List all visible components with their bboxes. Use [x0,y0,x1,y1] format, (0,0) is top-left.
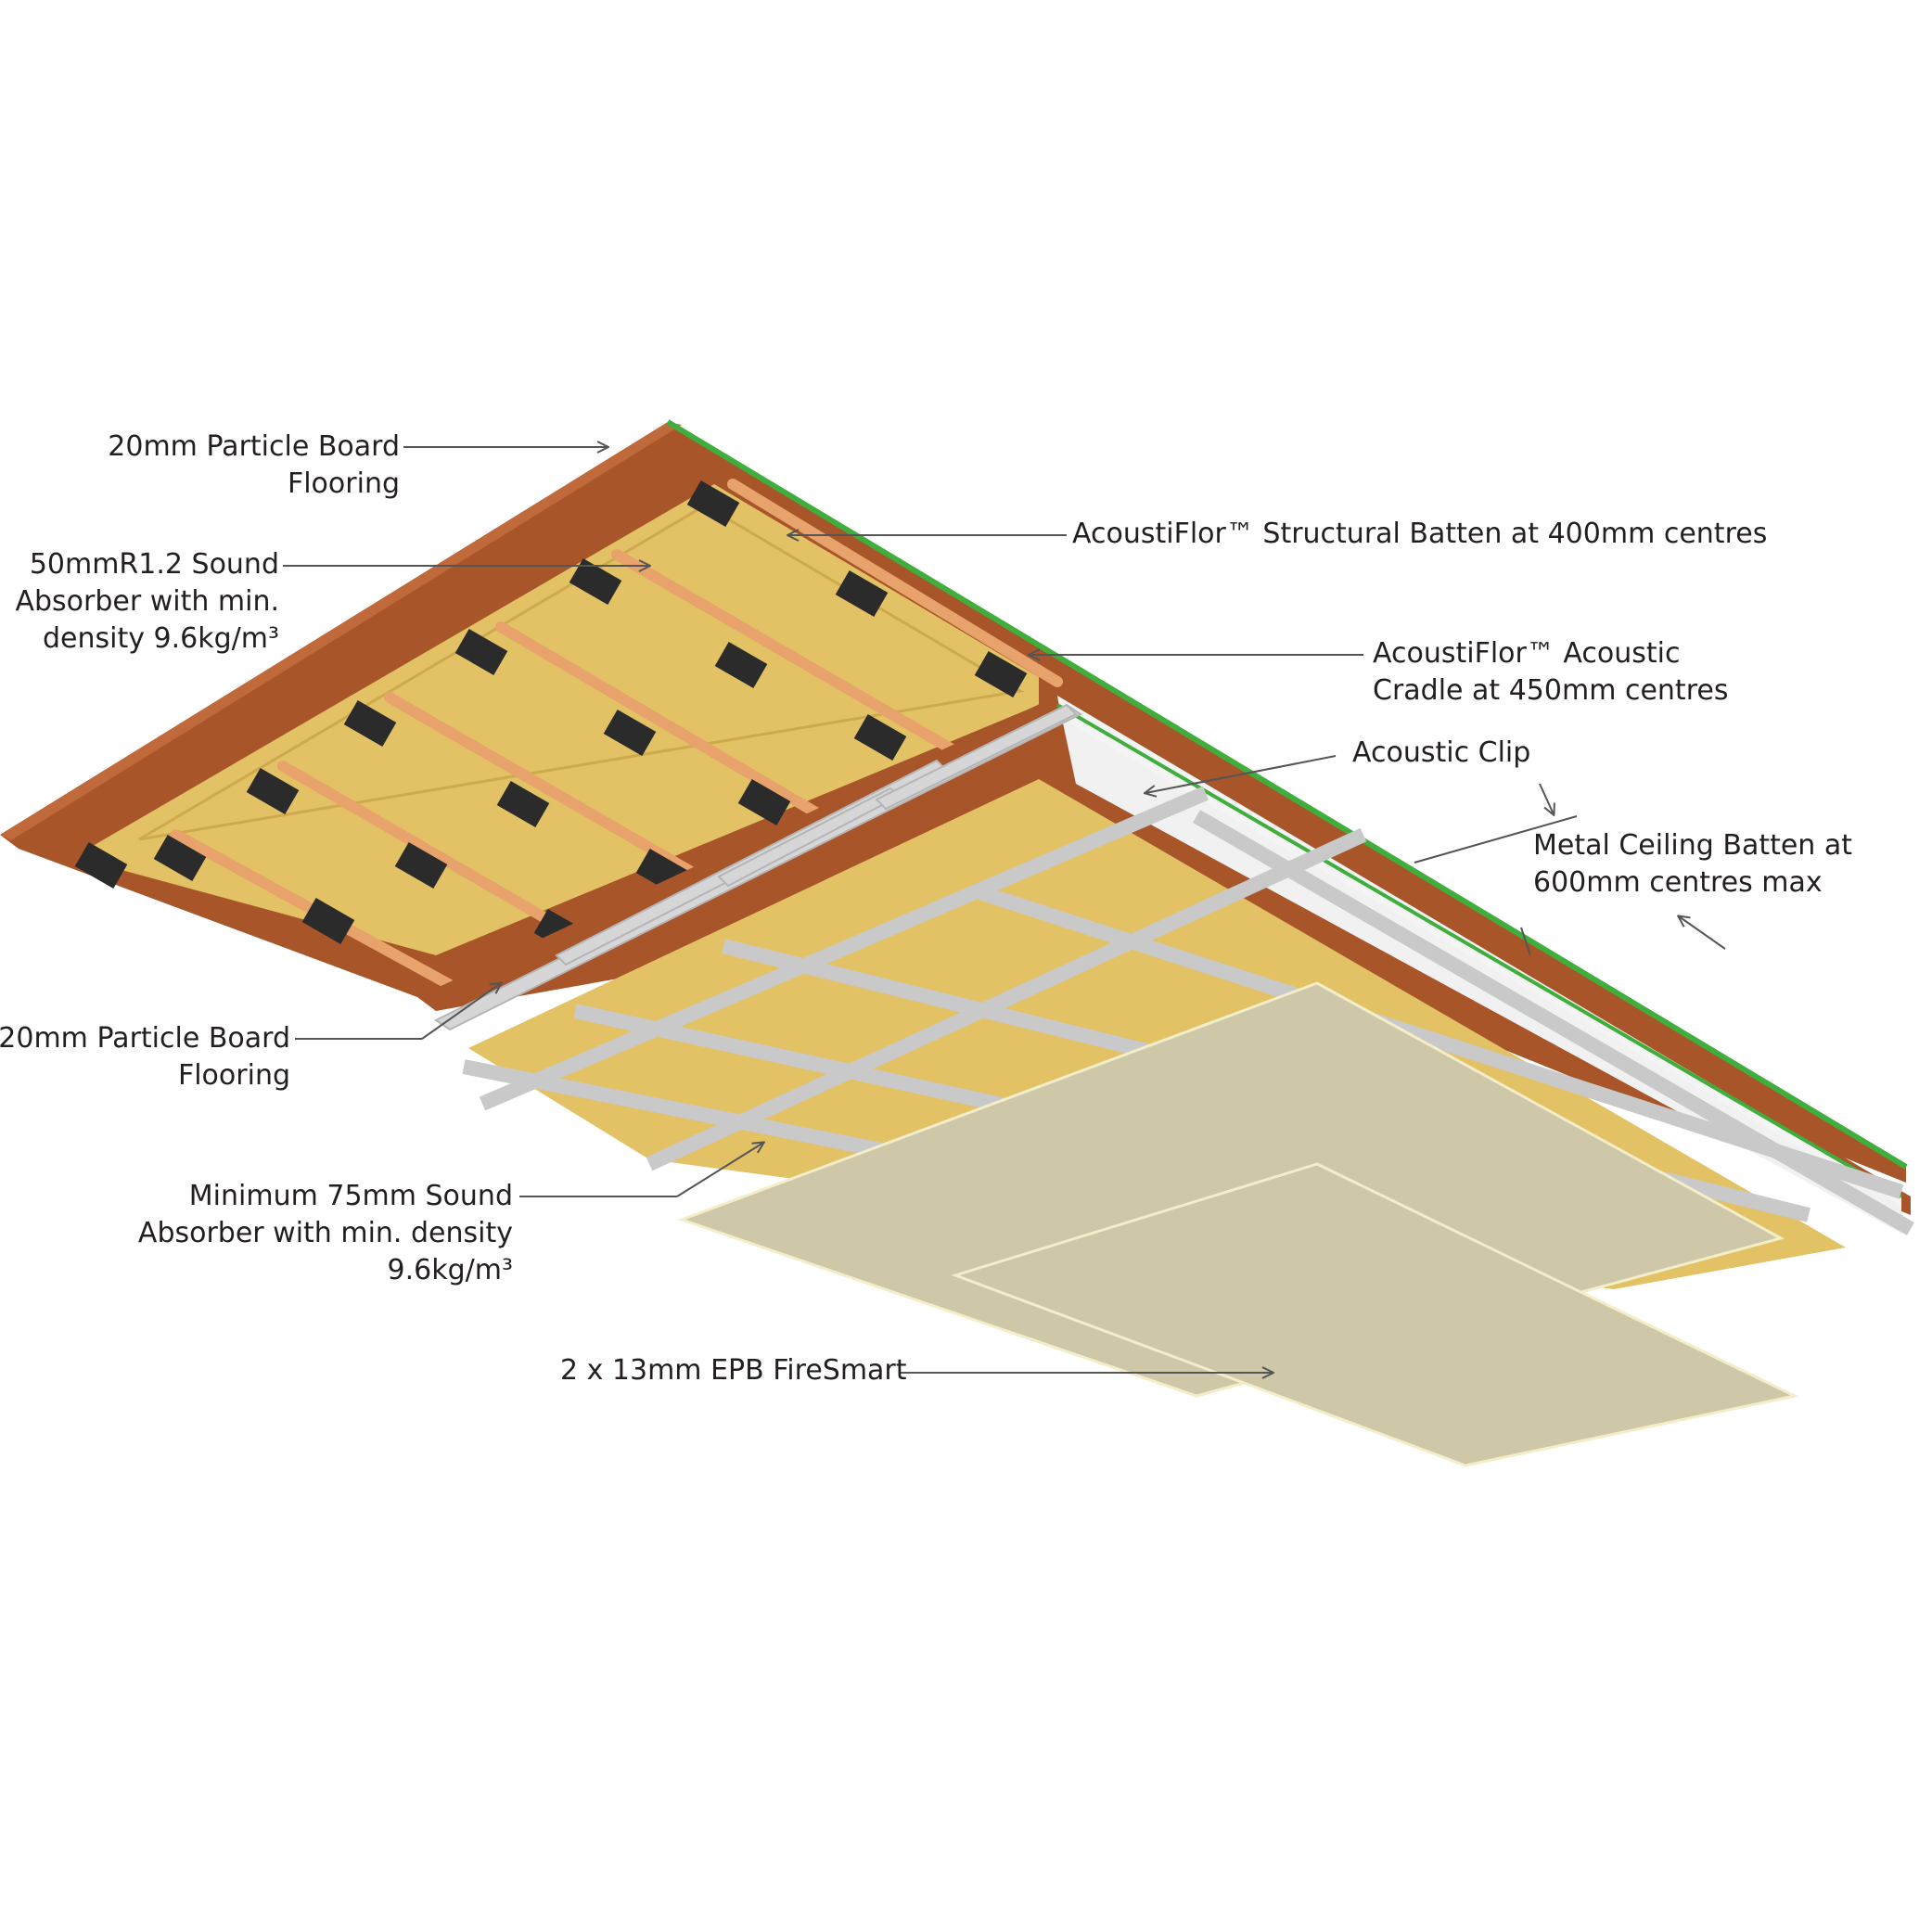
label-acoustic-cradle: AcoustiFlor™ Acoustic Cradle at 450mm ce… [1373,635,1728,710]
label-line: density 9.6kg/m³ [42,622,279,655]
label-line: Metal Ceiling Batten at [1533,829,1853,862]
leader-arrow-icon [1679,916,1726,950]
label-line: Absorber with min. density [137,1217,513,1249]
label-line: 50mmR1.2 Sound [29,548,279,581]
label-line: Acoustic Clip [1352,736,1531,769]
label-line: Minimum 75mm Sound [188,1180,513,1212]
lower-particle-board [417,696,1911,1215]
label-line: Flooring [287,467,400,500]
leader-arrow-icon [1539,783,1554,814]
leader-arrow-icon [421,983,501,1040]
label-line: 20mm Particle Board [108,430,400,463]
leader-arrow-icon [676,1143,763,1197]
label-line: 20mm Particle Board [0,1022,290,1055]
plasterboard-layer-2 [951,1162,1799,1467]
leader-lines [283,447,1726,1373]
label-line: AcoustiFlor™ Structural Batten at 400mm … [1072,518,1768,550]
label-lower-particle-board: 20mm Particle Board Flooring [0,1020,290,1094]
label-line: 600mm centres max [1533,866,1823,899]
label-line: Absorber with min. [15,585,279,618]
label-acoustic-clip: Acoustic Clip [1352,735,1530,772]
leader-arrow-icon [1145,755,1337,793]
acoustic-cradles [74,480,1028,955]
label-line: AcoustiFlor™ Acoustic [1373,637,1681,670]
label-structural-batten: AcoustiFlor™ Structural Batten at 400mm … [1072,516,1767,553]
label-sound-absorber-75: Minimum 75mm Sound Absorber with min. de… [138,1178,513,1289]
label-top-particle-board: 20mm Particle Board Flooring [108,429,400,503]
label-line: 9.6kg/m³ [387,1254,513,1286]
label-plasterboard: 2 x 13mm EPB FireSmart [560,1352,907,1389]
label-line: Cradle at 450mm centres [1373,674,1729,707]
label-line: Flooring [177,1059,290,1092]
label-metal-ceiling-batten: Metal Ceiling Batten at 600mm centres ma… [1533,827,1852,902]
label-line: 2 x 13mm EPB FireSmart [560,1354,907,1387]
label-sound-absorber-50: 50mmR1.2 Sound Absorber with min. densit… [15,546,279,658]
green-membrane-edge [666,419,1908,1170]
steel-joists [434,703,1082,1031]
